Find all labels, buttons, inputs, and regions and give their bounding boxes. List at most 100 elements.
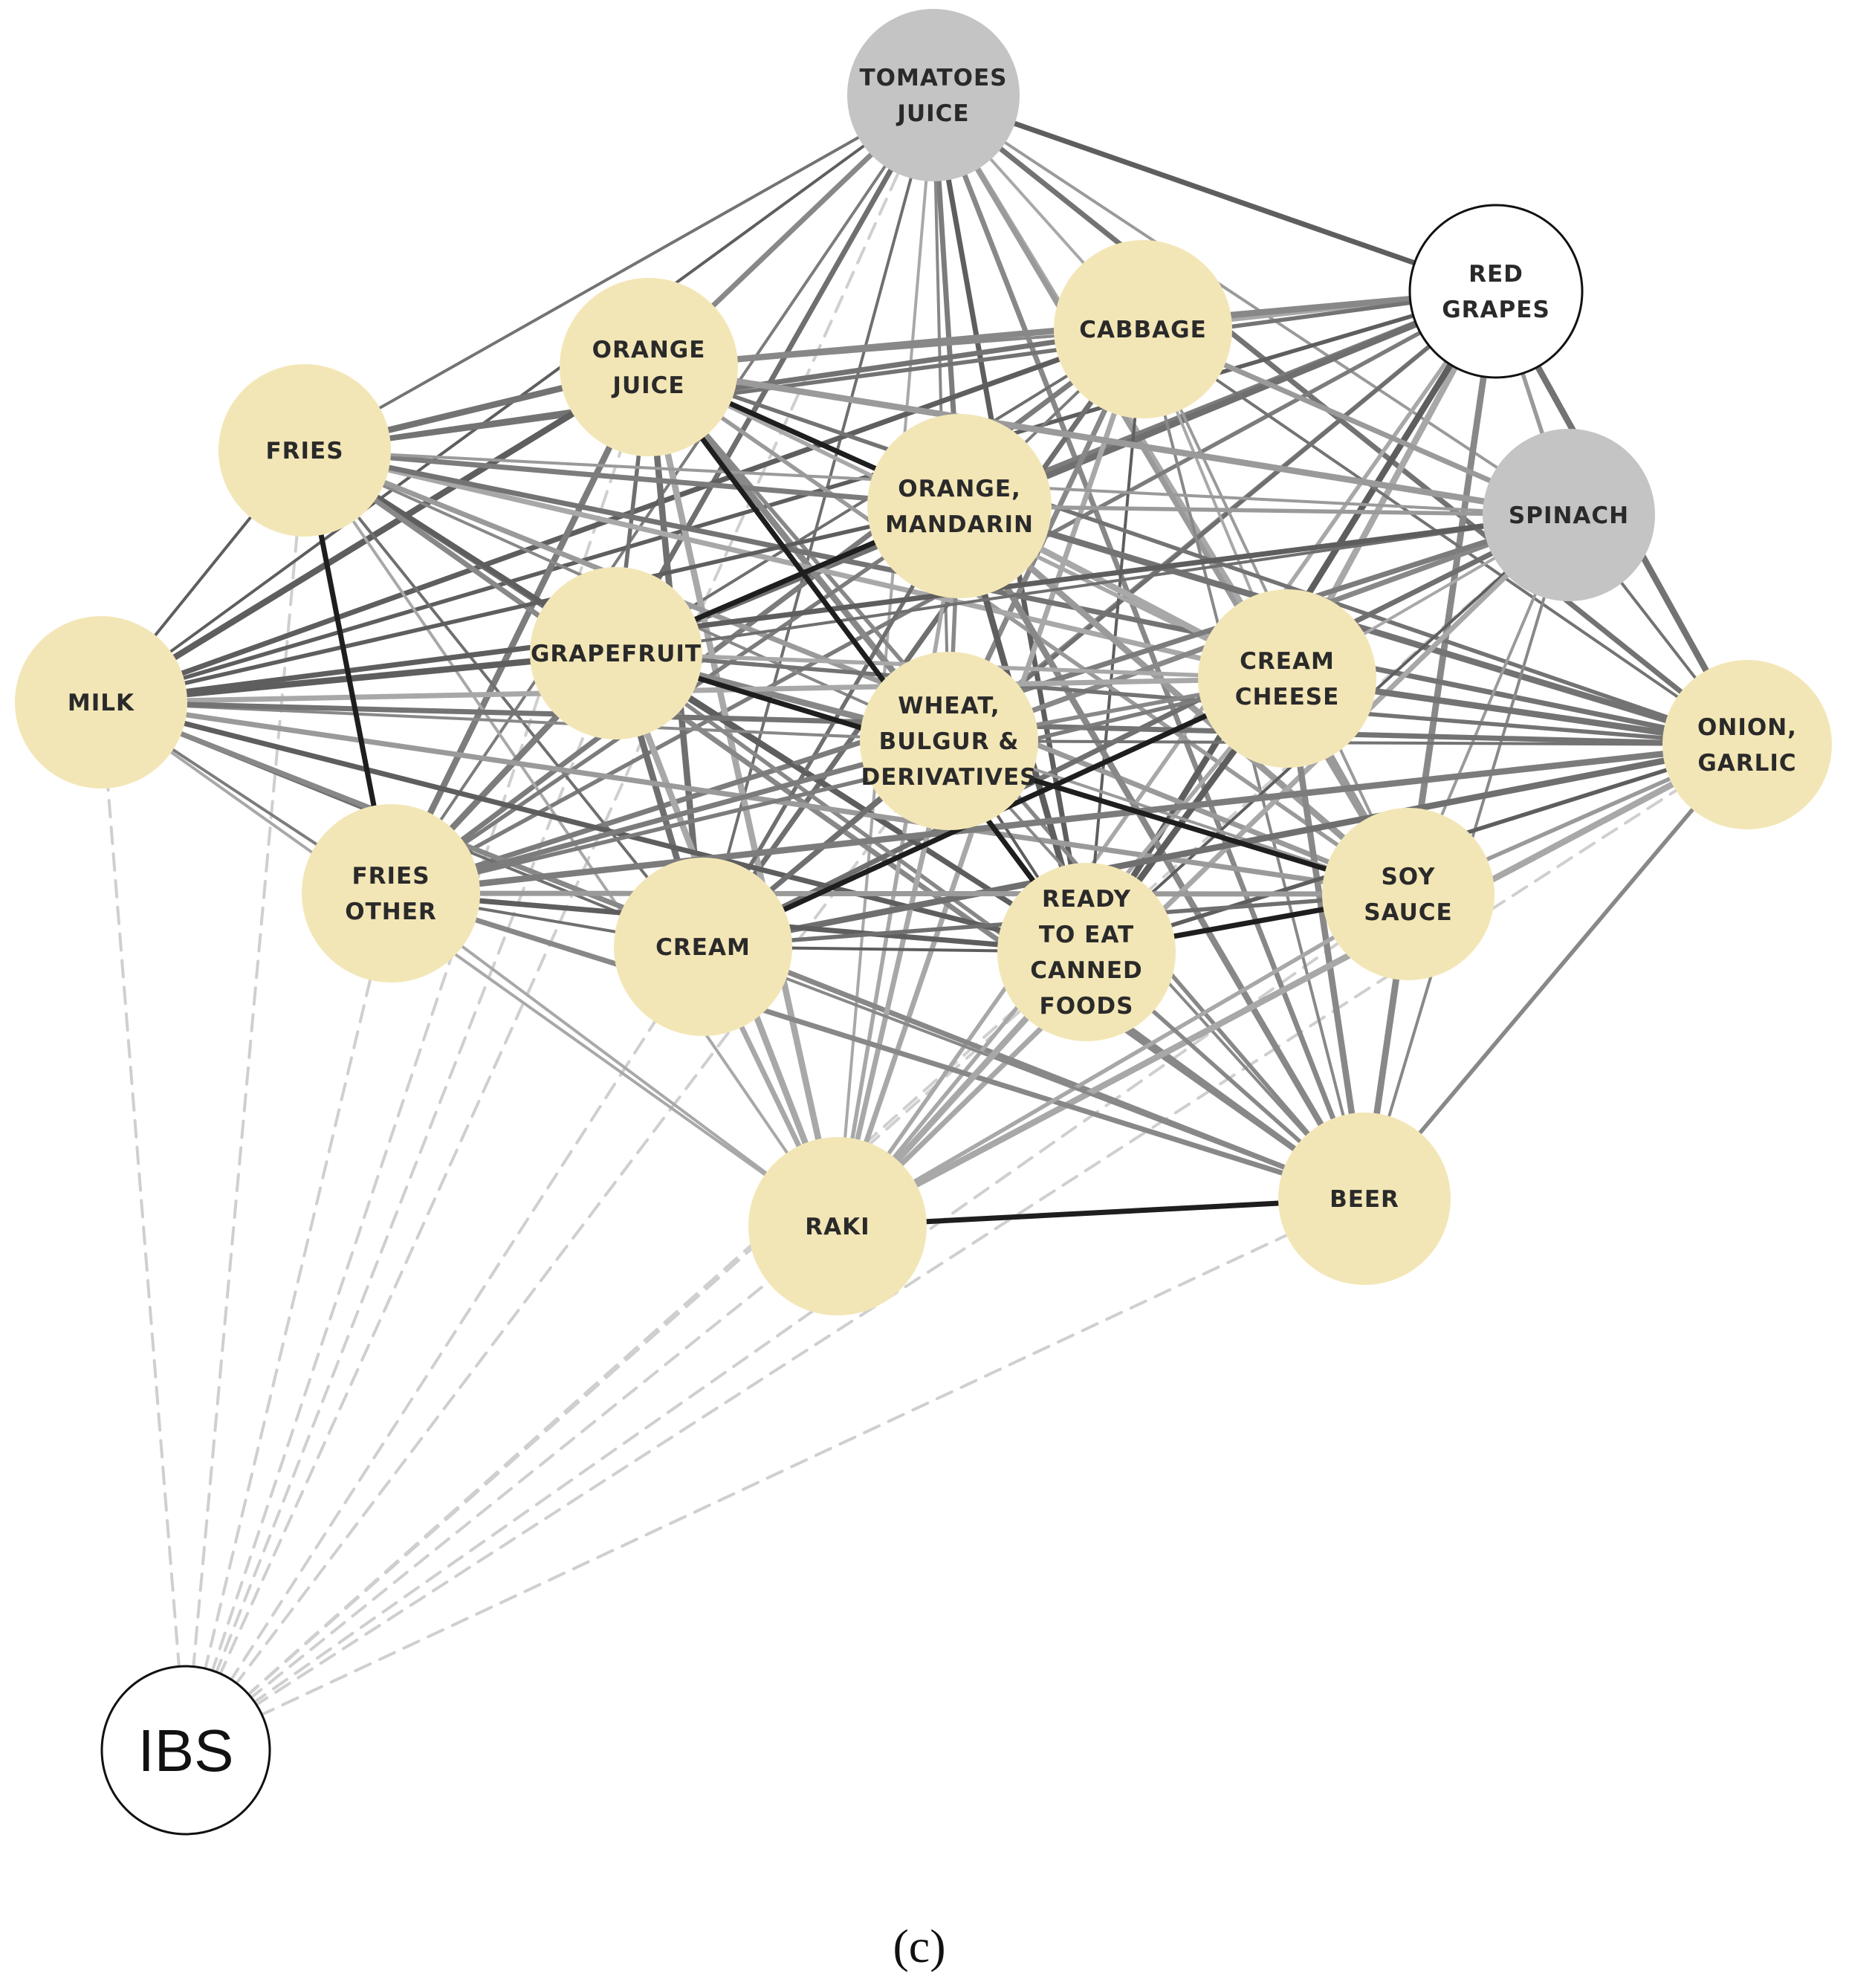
edge-fries-onion_garlic (302, 447, 1750, 748)
edge-orange_mandarin-milk (99, 504, 962, 705)
ibs-edge-grapefruit (184, 652, 618, 1752)
node-red_grapes: RED GRAPES (1408, 204, 1584, 379)
ibs-edge-beer (184, 1197, 1366, 1752)
edge-cabbage-onion_garlic (1142, 328, 1749, 746)
node-wheat: WHEAT, BULGUR & DERIVATIVES (860, 652, 1038, 830)
edge-orange_juice-soy_sauce (647, 365, 1411, 896)
node-label-wheat: DERIVATIVES (861, 764, 1037, 791)
edge-onion_garlic-raki (834, 741, 1751, 1230)
node-tomatoes_juice: TOMATOES JUICE (847, 9, 1020, 181)
edge-onion_garlic-fries_other (387, 741, 1751, 897)
node-label-tomatoes_juice: TOMATOES (860, 65, 1008, 91)
ibs-edge-soy_sauce (184, 893, 1410, 1752)
node-milk: MILK (15, 616, 187, 789)
node-label-ibs: IBS (138, 1717, 234, 1784)
edge-tomatoes_juice-spinach (932, 94, 1570, 517)
edge-fries_other-beer (388, 890, 1367, 1202)
node-label-tomatoes_juice: JUICE (896, 100, 969, 127)
node-label-cream: CREAM (655, 934, 751, 961)
edge-cream-beer (702, 945, 1366, 1200)
node-label-wheat: BULGUR & (879, 728, 1020, 755)
edge-milk-wheat (100, 701, 951, 742)
edge-fries-orange_mandarin (302, 447, 962, 509)
edge-milk-ready_canned (98, 699, 1089, 955)
edge-onion_garlic-beer (1362, 742, 1749, 1201)
node-circle-ibs (100, 1665, 271, 1836)
node-label-ready_canned: READY (1042, 886, 1131, 913)
node-circle-orange_mandarin (867, 414, 1052, 598)
node-circle-cabbage (1054, 240, 1232, 418)
node-circle-tomatoes_juice (847, 9, 1020, 181)
node-circle-ready_canned (997, 863, 1176, 1041)
edge-orange_mandarin-raki (835, 504, 962, 1228)
node-label-ready_canned: FOODS (1040, 993, 1134, 1020)
node-circle-cream (614, 858, 792, 1036)
node-orange_mandarin: ORANGE,MANDARIN (867, 414, 1052, 598)
edge-tomatoes_juice-red_grapes (930, 92, 1499, 294)
ibs-edge-fries_other (184, 892, 392, 1752)
edge-orange_juice-milk (97, 363, 653, 706)
node-circle-red_grapes (1408, 204, 1584, 379)
node-label-raki: RAKI (805, 1214, 870, 1240)
node-label-orange_mandarin: ORANGE, (898, 476, 1021, 502)
edge-fries-raki (303, 449, 839, 1228)
edge-grapefruit-ready_canned (614, 651, 1089, 954)
node-layer: TOMATOES JUICE RED GRAPES CABBAGE ORANGE JUICE… (15, 9, 1832, 1836)
edge-spinach-grapefruit (615, 514, 1570, 655)
node-label-fries_other: FRIES (352, 863, 430, 890)
node-label-soy_sauce: SOY (1381, 864, 1435, 890)
ibs-edge-milk (100, 701, 187, 1752)
edge-milk-cream_cheese (98, 676, 1290, 705)
edge-fries_other-soy_sauce (388, 890, 1411, 897)
node-circle-beer (1278, 1113, 1451, 1285)
ibs-edge-cream (184, 945, 705, 1752)
node-circle-fries (218, 364, 391, 537)
node-label-fries: FRIES (265, 438, 343, 464)
edge-milk-soy_sauce (98, 699, 1411, 897)
edge-orange_juice-onion_garlic (647, 365, 1749, 747)
node-onion_garlic: ONION, GARLIC (1662, 660, 1832, 829)
node-orange_juice: ORANGE JUICE (560, 278, 738, 456)
ibs-edge-raki (184, 1225, 839, 1752)
node-cream: CREAM (614, 858, 792, 1036)
ibs-edge-fries (184, 449, 306, 1752)
node-label-spinach: SPINACH (1509, 502, 1629, 529)
node-label-ready_canned: TO EAT (1039, 922, 1134, 948)
edge-fries_other-raki (389, 892, 839, 1228)
node-label-orange_juice: JUICE (611, 372, 684, 399)
ibs-edge-wheat (184, 739, 951, 1752)
node-circle-wheat (860, 652, 1038, 830)
node-label-cream_cheese: CHEESE (1235, 684, 1340, 710)
edge-milk-raki (100, 701, 839, 1228)
edge-orange_juice-spinach (645, 363, 1573, 519)
panel-caption: (c) (893, 1920, 945, 1972)
node-label-wheat: WHEAT, (898, 693, 1000, 719)
node-label-cabbage: CABBAGE (1079, 317, 1207, 343)
node-beer: BEER (1278, 1113, 1451, 1285)
node-ibs: IBS (100, 1665, 271, 1836)
node-label-onion_garlic: GARLIC (1697, 750, 1796, 777)
edge-onion_garlic-cream (699, 741, 1751, 951)
node-circle-onion_garlic (1662, 660, 1832, 829)
node-label-milk: MILK (68, 690, 135, 716)
node-label-orange_juice: ORANGE (592, 337, 706, 363)
edge-grapefruit-milk (97, 650, 620, 706)
node-label-red_grapes: RED (1468, 261, 1523, 288)
node-circle-spinach (1483, 429, 1655, 601)
node-label-grapefruit: GRAPEFRUIT (531, 641, 702, 667)
node-fries: FRIES (218, 364, 391, 537)
node-circle-fries_other (302, 804, 480, 982)
ibs-edge-spinach (184, 514, 1570, 1752)
edge-red_grapes-milk (99, 289, 1498, 705)
node-circle-cream_cheese (1198, 589, 1376, 768)
node-grapefruit: GRAPEFRUIT (530, 567, 702, 739)
strong-edge-orange_juice-ready_canned (646, 364, 1089, 955)
node-label-onion_garlic: ONION, (1697, 714, 1797, 741)
edge-orange_mandarin-spinach (957, 504, 1571, 517)
node-label-red_grapes: GRAPES (1442, 297, 1550, 323)
node-label-cream_cheese: CREAM (1240, 648, 1335, 675)
node-label-soy_sauce: SAUCE (1364, 899, 1452, 926)
